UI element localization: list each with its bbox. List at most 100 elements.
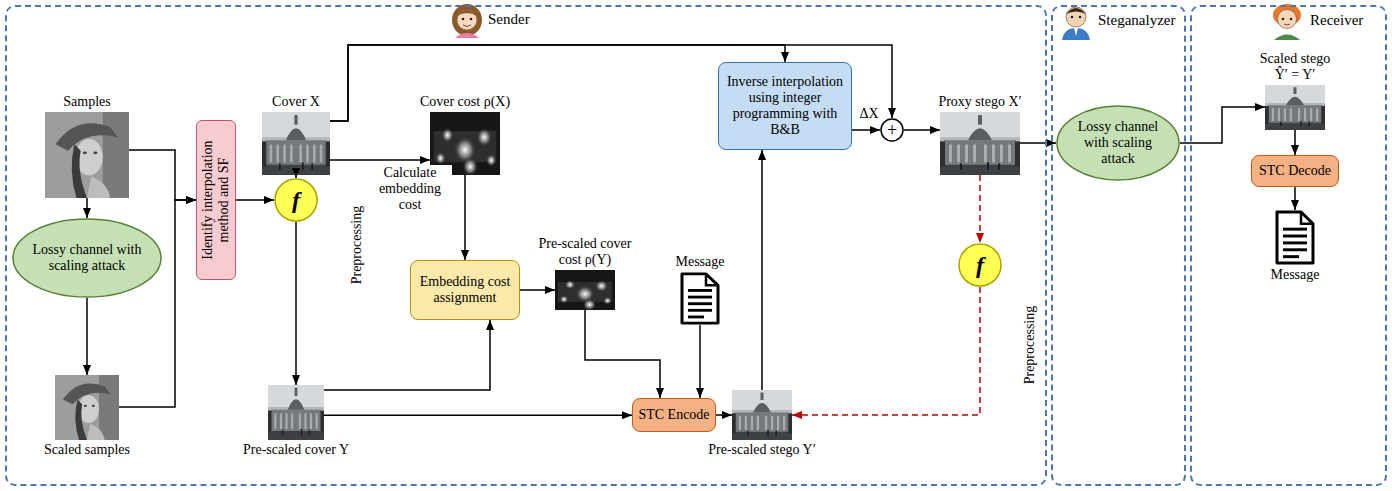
image-node: Cover X xyxy=(262,112,330,175)
panel-heading: Steganalyzer xyxy=(1098,12,1175,29)
image-caption: Pre-scaled cover Y xyxy=(243,440,349,458)
scaled-stego-image xyxy=(1265,85,1325,130)
process-box: Embedding cost assignment xyxy=(410,260,520,320)
image-label: Cover X xyxy=(272,94,320,110)
connector xyxy=(295,222,297,385)
connector xyxy=(324,320,490,390)
process-box: Inverse interpolation using integer prog… xyxy=(718,62,852,150)
document-node: Message xyxy=(680,272,720,325)
box-label: STC Decode xyxy=(1259,163,1331,179)
edge-label: ΔX xyxy=(855,106,883,122)
label-wrap: STC Encode xyxy=(638,407,709,423)
connector xyxy=(852,129,880,131)
connector xyxy=(699,325,701,398)
circle-label: + xyxy=(887,121,897,139)
circle-outline xyxy=(275,179,317,221)
connector xyxy=(86,198,88,218)
connector xyxy=(330,45,785,121)
image-label: Message xyxy=(1271,267,1320,283)
image-label: Cover cost ρ(X) xyxy=(420,94,510,110)
label-wrap: Inverse interpolation using integer prog… xyxy=(724,74,846,138)
box-label: Inverse interpolation using integer prog… xyxy=(724,74,846,138)
circle-outline xyxy=(881,119,903,141)
dashed-connector xyxy=(979,175,981,243)
ellipse-label: Lossy channel with scaling attack xyxy=(1072,119,1164,167)
connector xyxy=(295,175,297,178)
connector xyxy=(761,150,763,390)
image-label: Ŷ′ = Y′ xyxy=(1260,67,1330,83)
receiver-avatar xyxy=(1273,4,1301,40)
label-wrap: f xyxy=(976,253,984,277)
actor-panel: SenderSamplesLossy channel with scaling … xyxy=(5,5,1047,486)
function-circle: f xyxy=(958,243,1002,287)
connector xyxy=(1294,187,1296,210)
ellipse-label: Lossy channel with scaling attack xyxy=(32,242,143,274)
cost-map-image xyxy=(555,270,615,311)
proxy-stego-image xyxy=(940,112,1020,175)
actor-panel: SteganalyzerLossy channel with scaling a… xyxy=(1051,5,1186,486)
channel-ellipse: Lossy channel with scaling attack xyxy=(1056,105,1180,181)
dashed-connector xyxy=(792,287,980,415)
actor-panel: ReceiverScaled stegoŶ′ = Y′ STC DecodeMes… xyxy=(1190,5,1387,486)
panel-heading: Receiver xyxy=(1310,12,1363,29)
steganalyzer-avatar xyxy=(1062,7,1090,40)
edge-label: Calculate embedding cost xyxy=(368,165,452,213)
label-wrap: Embedding cost assignment xyxy=(416,274,514,306)
cover-image xyxy=(262,112,330,175)
image-caption: Message xyxy=(676,254,725,272)
label-wrap: f xyxy=(292,188,300,212)
connector xyxy=(129,150,196,200)
image-node: Pre-scaled stego Y′ xyxy=(732,390,792,440)
label-wrap: Identify interpolation method and SF xyxy=(200,127,232,273)
image-label: Proxy stego X′ xyxy=(938,94,1021,110)
image-node: Pre-scaled cover cost ρ(Y) xyxy=(555,270,615,310)
ellipse-outline xyxy=(13,219,161,297)
connector xyxy=(330,159,430,161)
box-label: Embedding cost assignment xyxy=(416,274,514,306)
image-caption: Pre-scaled cover cost ρ(Y) xyxy=(528,236,643,270)
channel-ellipse: Lossy channel with scaling attack xyxy=(12,218,162,298)
circle-outline xyxy=(959,244,1001,286)
image-caption: Proxy stego X′ xyxy=(938,94,1021,112)
connector xyxy=(716,414,732,416)
prescaled-cover-image xyxy=(268,385,324,440)
image-node: Proxy stego X′ xyxy=(940,112,1020,175)
image-label: Message xyxy=(676,254,725,270)
image-label: Pre-scaled cover cost ρ(Y) xyxy=(528,236,643,268)
connector xyxy=(520,289,555,291)
circle-label: f xyxy=(292,188,300,212)
ellipse-outline xyxy=(1057,106,1179,180)
message-icon xyxy=(682,274,718,323)
image-label: Samples xyxy=(63,94,110,110)
sender-avatar xyxy=(452,4,482,38)
connector xyxy=(324,415,632,417)
document-node: Message xyxy=(1275,210,1315,265)
rotated-box-label: Identify interpolation method and SF xyxy=(200,127,232,273)
image-caption: Cover cost ρ(X) xyxy=(420,94,510,112)
image-label: Scaled stego xyxy=(1260,51,1330,67)
box-label: STC Encode xyxy=(638,407,709,423)
label-wrap: Lossy channel with scaling attack xyxy=(1072,119,1164,167)
message-icon xyxy=(1277,212,1313,263)
image-label: Pre-scaled stego Y′ xyxy=(708,442,816,458)
sample-image xyxy=(45,112,129,198)
panel-heading: Sender xyxy=(488,11,530,28)
image-caption: Cover X xyxy=(272,94,320,112)
image-caption: Pre-scaled stego Y′ xyxy=(708,440,816,458)
circle-label: f xyxy=(976,253,984,277)
image-caption: Scaled stegoŶ′ = Y′ xyxy=(1260,51,1330,85)
process-box: STC Decode xyxy=(1251,155,1339,187)
connector xyxy=(585,310,660,398)
image-caption: Scaled samples xyxy=(44,440,130,458)
process-box: STC Encode xyxy=(632,398,716,432)
image-node: Samples xyxy=(45,112,129,198)
sum-circle: + xyxy=(880,118,904,142)
image-node: Scaled samples xyxy=(55,375,119,440)
connector xyxy=(1180,107,1265,143)
connector xyxy=(236,199,274,201)
label-wrap: Lossy channel with scaling attack xyxy=(32,242,143,274)
connector xyxy=(86,298,88,375)
label-wrap: STC Decode xyxy=(1259,163,1331,179)
rotated-label: Preprocessing xyxy=(349,206,365,285)
image-label: Pre-scaled cover Y xyxy=(243,442,349,458)
